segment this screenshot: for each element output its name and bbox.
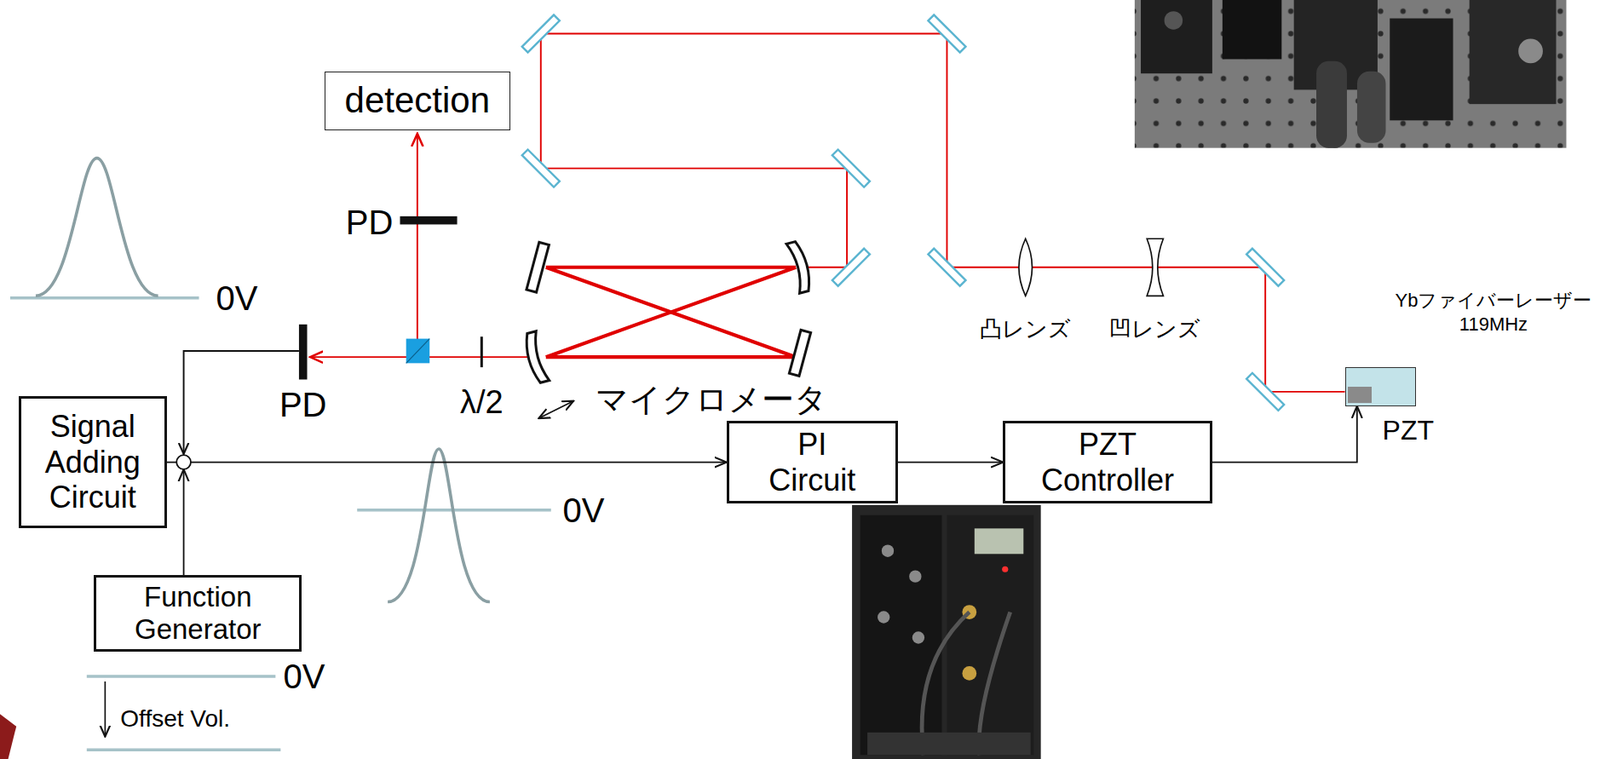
controller-photo xyxy=(851,505,1042,759)
photodiode-label: PD xyxy=(345,202,394,242)
offset-peak xyxy=(387,448,490,603)
photo-post-arm xyxy=(1316,61,1347,149)
lens-label: 凸レンズ xyxy=(979,316,1071,343)
detection-box: detection xyxy=(324,71,511,131)
photo-knob xyxy=(881,545,894,558)
steering-mirror xyxy=(927,248,966,287)
pzt-controller-box: PZT Controller xyxy=(1002,420,1213,504)
flat-cavity-mirror xyxy=(788,329,811,376)
zero-baseline xyxy=(86,674,277,679)
function-generator-box: Function Generator xyxy=(93,575,302,652)
node-text: Function Generator xyxy=(103,581,292,646)
photo-lcd xyxy=(974,528,1024,554)
flat-cavity-mirror xyxy=(526,241,549,293)
photo-mount xyxy=(1140,0,1213,74)
photodiode-bar xyxy=(299,324,308,380)
cavity-beam xyxy=(546,267,796,357)
signal-connector xyxy=(1212,406,1358,463)
curved-cavity-mirror xyxy=(522,331,550,385)
offset-label: Offset Vol. xyxy=(120,705,231,733)
steering-mirror xyxy=(832,248,870,287)
photo-knob xyxy=(1164,11,1184,30)
steering-mirror xyxy=(1246,373,1284,411)
photo-micrometer xyxy=(1518,39,1543,64)
half-wave-plate xyxy=(480,336,484,368)
node-text: PI Circuit xyxy=(763,426,862,498)
concave-lens xyxy=(1146,238,1163,296)
photo-knob xyxy=(877,610,890,623)
summing-junction xyxy=(176,454,191,470)
node-text: detection xyxy=(345,80,490,121)
photo-stage xyxy=(1469,0,1557,104)
pi-box: PI Circuit xyxy=(726,420,898,504)
photodiode-bar xyxy=(400,216,458,225)
photo-panel xyxy=(946,515,1034,755)
pzt-label: PZT xyxy=(1382,414,1434,447)
detection-beam xyxy=(416,133,419,347)
photo-panel xyxy=(860,515,943,755)
lens-label: 凹レンズ xyxy=(1109,316,1201,343)
beam-splitter-cube xyxy=(406,339,431,364)
voltage-label: 0V xyxy=(563,490,605,530)
signal-connector xyxy=(183,469,185,576)
node-text: PZT Controller xyxy=(1035,426,1180,498)
waveplate-label: λ/2 xyxy=(460,384,504,422)
corner-accent xyxy=(0,713,17,759)
steering-mirror xyxy=(522,149,560,188)
node-text: Signal Adding Circuit xyxy=(28,408,157,515)
laser-box: Ybファイバーレーザー 119MHz xyxy=(1345,367,1417,407)
laser-beam xyxy=(541,34,1346,392)
pzt-element xyxy=(1347,386,1372,403)
steering-mirror xyxy=(1246,248,1284,287)
micrometer-arrow xyxy=(538,401,574,419)
signal-connector xyxy=(897,461,1003,464)
photo-knob xyxy=(912,631,925,644)
photo-knob xyxy=(909,569,921,582)
micrometer-label: マイクロメータ xyxy=(595,381,828,420)
photo-mount xyxy=(1222,0,1282,59)
signal-connector xyxy=(166,461,727,464)
beam-splitter-diagonal xyxy=(406,339,431,364)
photo-led xyxy=(1001,566,1008,573)
convex-lens xyxy=(1018,238,1033,296)
voltage-label: 0V xyxy=(215,278,258,318)
steering-mirror xyxy=(522,15,560,53)
photo-connector xyxy=(961,666,977,681)
photo-mount xyxy=(1389,18,1453,121)
steering-mirror xyxy=(927,15,966,53)
offset-level xyxy=(86,748,282,752)
node-text: Ybファイバーレーザー 119MHz xyxy=(1391,288,1596,336)
resonance-peak xyxy=(35,158,159,297)
offset-arrow xyxy=(104,681,107,737)
adder-box: Signal Adding Circuit xyxy=(18,396,167,530)
voltage-label: 0V xyxy=(282,656,325,697)
photo-panel xyxy=(867,732,1031,755)
optics-photo xyxy=(1134,0,1567,149)
curved-cavity-mirror xyxy=(786,240,814,294)
photodiode-label: PD xyxy=(279,385,328,425)
photo-post-arm xyxy=(1357,71,1387,144)
steering-mirror xyxy=(832,149,870,188)
